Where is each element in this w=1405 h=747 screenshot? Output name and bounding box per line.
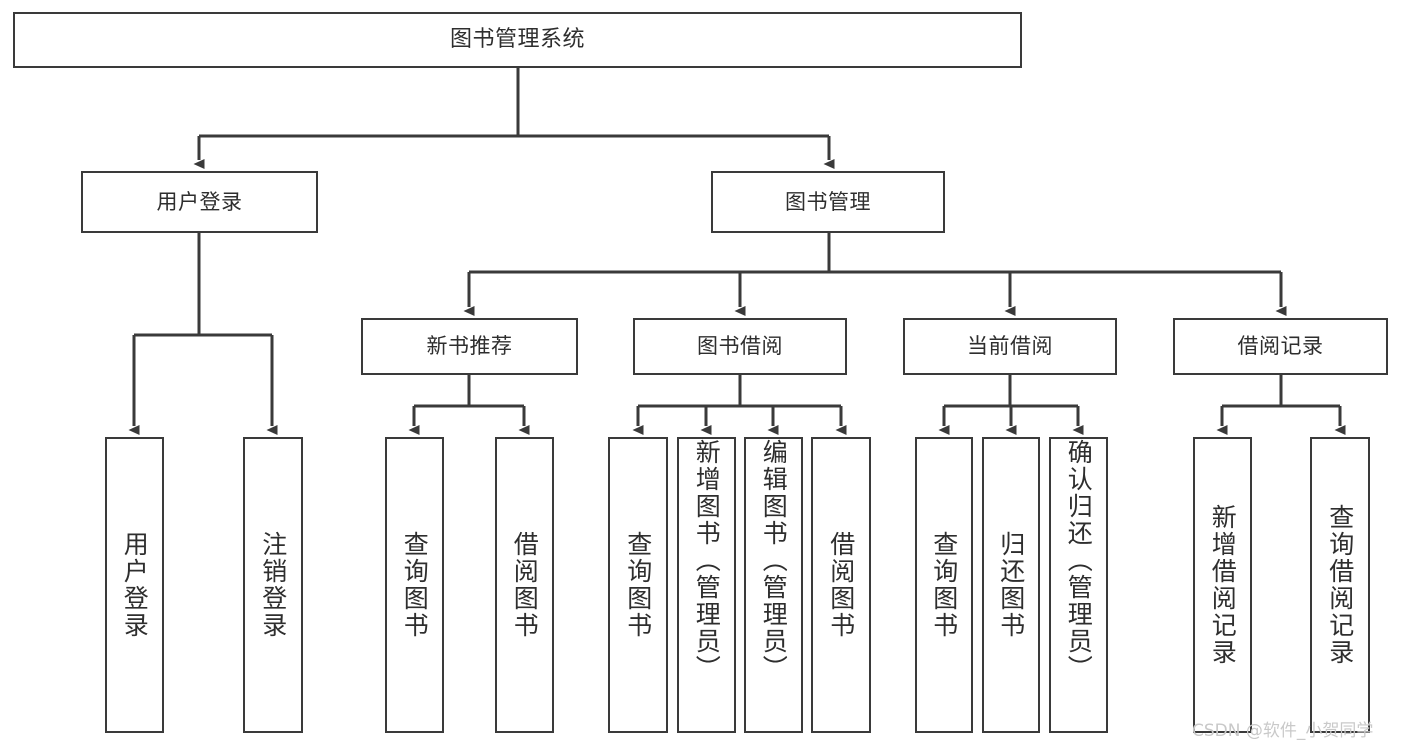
node-leaf-query-book-2-label: 查询图书 xyxy=(623,531,653,639)
node-leaf-borrow-book-1[interactable]: 借阅图书 xyxy=(495,437,554,733)
node-root[interactable]: 图书管理系统 xyxy=(13,12,1022,68)
node-book-borrow-label: 图书借阅 xyxy=(697,334,783,358)
node-new-book-recommend-label: 新书推荐 xyxy=(426,334,513,358)
node-leaf-borrow-book-2-label: 借阅图书 xyxy=(826,531,856,639)
node-leaf-return-book-label: 归还图书 xyxy=(996,531,1026,639)
node-leaf-user-logout[interactable]: 注销登录 xyxy=(243,437,303,733)
node-leaf-borrow-book-1-label: 借阅图书 xyxy=(510,531,540,639)
node-book-borrow[interactable]: 图书借阅 xyxy=(633,318,847,375)
node-user-login[interactable]: 用户登录 xyxy=(81,171,318,233)
node-leaf-confirm-return-label: 确认归还（管理员） xyxy=(1064,439,1094,682)
node-borrow-record[interactable]: 借阅记录 xyxy=(1173,318,1388,375)
node-leaf-user-logout-label: 注销登录 xyxy=(258,531,288,639)
node-leaf-user-login-label: 用户登录 xyxy=(120,531,150,639)
node-leaf-query-book-2[interactable]: 查询图书 xyxy=(608,437,668,733)
node-leaf-query-book-3[interactable]: 查询图书 xyxy=(915,437,973,733)
node-root-label: 图书管理系统 xyxy=(449,27,585,52)
node-leaf-user-login[interactable]: 用户登录 xyxy=(105,437,164,733)
node-book-manage-label: 图书管理 xyxy=(785,189,871,214)
node-leaf-add-book[interactable]: 新增图书（管理员） xyxy=(677,437,736,733)
node-leaf-add-book-label: 新增图书（管理员） xyxy=(692,439,722,682)
node-leaf-edit-book[interactable]: 编辑图书（管理员） xyxy=(744,437,803,733)
node-current-borrow-label: 当前借阅 xyxy=(967,334,1053,358)
node-leaf-return-book[interactable]: 归还图书 xyxy=(982,437,1040,733)
node-leaf-query-book-3-label: 查询图书 xyxy=(929,531,959,639)
node-current-borrow[interactable]: 当前借阅 xyxy=(903,318,1117,375)
node-leaf-confirm-return[interactable]: 确认归还（管理员） xyxy=(1049,437,1108,733)
node-borrow-record-label: 借阅记录 xyxy=(1237,334,1324,358)
node-leaf-add-record-label: 新增借阅记录 xyxy=(1208,504,1238,666)
node-leaf-edit-book-label: 编辑图书（管理员） xyxy=(759,439,789,682)
node-leaf-add-record[interactable]: 新增借阅记录 xyxy=(1193,437,1252,733)
watermark: CSDN @软件_小贺同学 xyxy=(1192,721,1374,741)
node-leaf-query-record-label: 查询借阅记录 xyxy=(1325,504,1355,666)
node-leaf-query-record[interactable]: 查询借阅记录 xyxy=(1310,437,1370,733)
node-user-login-label: 用户登录 xyxy=(156,189,243,214)
node-leaf-borrow-book-2[interactable]: 借阅图书 xyxy=(811,437,871,733)
node-leaf-query-book-1[interactable]: 查询图书 xyxy=(385,437,444,733)
node-book-manage[interactable]: 图书管理 xyxy=(711,171,945,233)
node-leaf-query-book-1-label: 查询图书 xyxy=(400,531,430,639)
node-new-book-recommend[interactable]: 新书推荐 xyxy=(361,318,578,375)
